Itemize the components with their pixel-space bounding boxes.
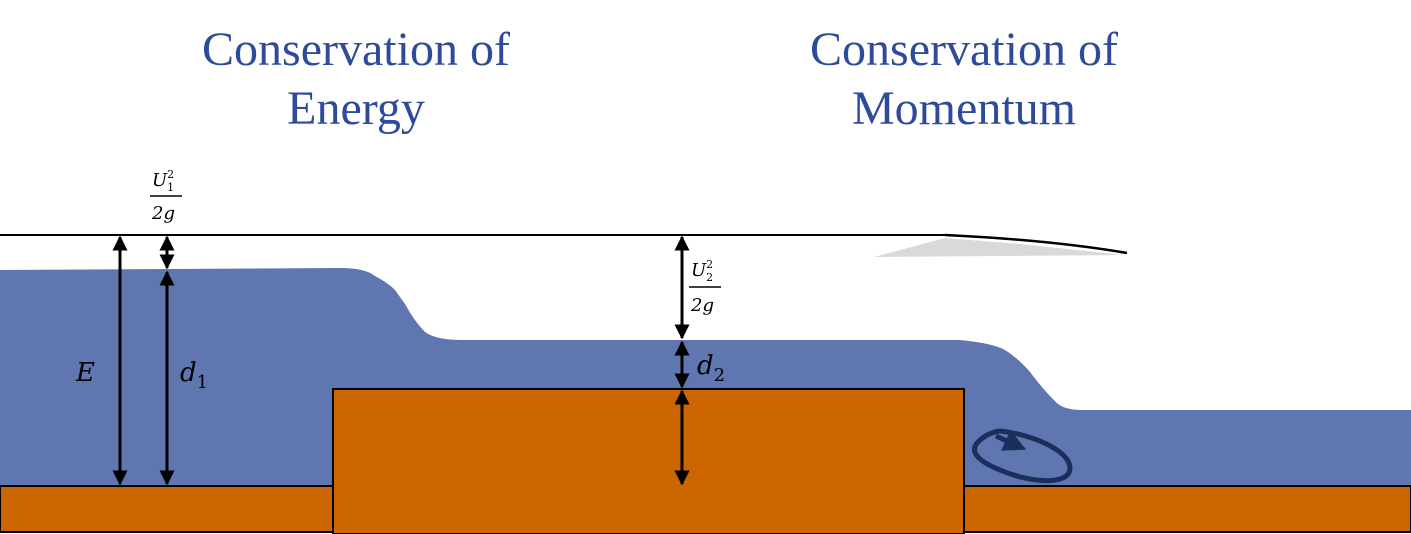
d2-label: d2 xyxy=(697,351,725,386)
velocity-head-2-num-main: U xyxy=(691,260,707,281)
energy-line-shadow xyxy=(874,238,1125,257)
velocity-head-2-num-sub: 2 xyxy=(706,271,713,284)
velocity-head-1-num-sup: 2 xyxy=(167,168,174,181)
heading-conservation-of-energy: Conservation of Energy xyxy=(146,20,566,138)
heading-energy-line2: Energy xyxy=(287,82,425,135)
heading-momentum-line2: Momentum xyxy=(852,82,1076,135)
obstacle-block xyxy=(332,388,965,534)
velocity-head-1-num-main: U xyxy=(152,170,168,191)
energy-line-drop xyxy=(944,233,1128,255)
eddy-roller-icon xyxy=(971,428,1073,484)
heading-conservation-of-momentum: Conservation of Momentum xyxy=(754,20,1174,138)
velocity-head-1-denominator: 2g xyxy=(151,203,175,224)
velocity-head-1-num-sub: 1 xyxy=(167,181,174,194)
d1-label: d1 xyxy=(180,358,208,393)
E-label: E xyxy=(75,358,95,388)
velocity-head-2-denominator: 2g xyxy=(690,295,714,316)
heading-momentum-line1: Conservation of xyxy=(810,23,1118,76)
heading-energy-line1: Conservation of xyxy=(202,23,510,76)
eddy-arrow xyxy=(994,430,1027,451)
d1-label-main: d xyxy=(180,358,197,388)
d1-label-subscript: 1 xyxy=(197,372,208,393)
d2-label-subscript: 2 xyxy=(714,365,725,386)
d2-label-main: d xyxy=(697,351,714,381)
eddy-loop xyxy=(971,428,1073,484)
velocity-head-2-num-sup: 2 xyxy=(706,258,713,271)
